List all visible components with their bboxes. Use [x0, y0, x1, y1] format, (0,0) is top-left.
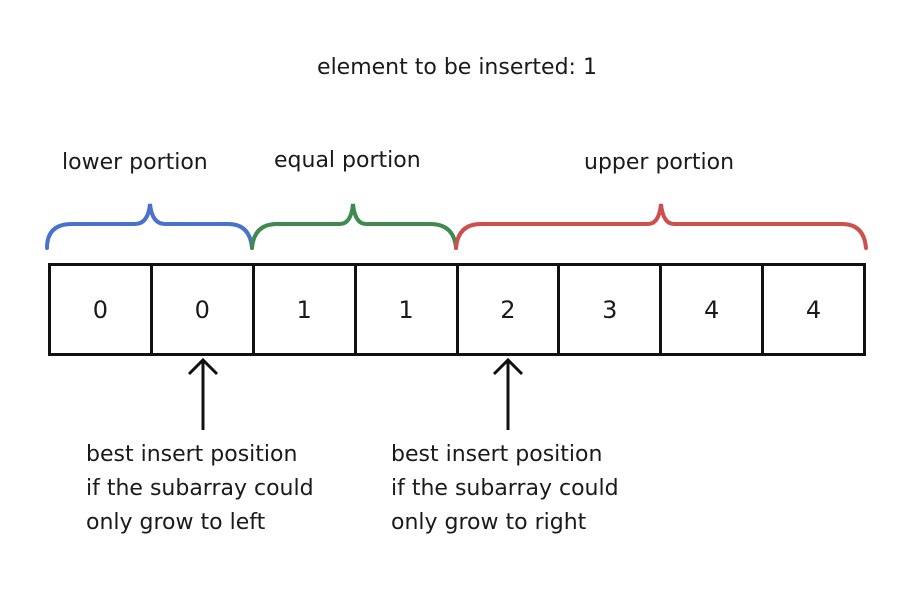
upper-portion-label: upper portion [584, 150, 735, 175]
array-cell: 3 [560, 266, 663, 353]
note-line: best insert position [391, 442, 603, 467]
array-cell: 1 [255, 266, 357, 353]
array-cell: 0 [153, 266, 255, 353]
lower-portion-brace [45, 203, 254, 250]
array-cell: 4 [805, 295, 822, 324]
sorted-array: 0 0 1 1 2 3 4 4 [48, 263, 866, 356]
note-line: if the subarray could [391, 476, 619, 501]
equal-portion-label: equal portion [274, 148, 421, 173]
array-cell: 1 [357, 266, 459, 353]
note-line: only grow to right [391, 510, 587, 535]
right-insert-arrow [492, 357, 524, 430]
equal-portion-brace [250, 203, 458, 250]
note-line: best insert position [86, 442, 298, 467]
note-line: only grow to left [86, 510, 266, 535]
left-insert-arrow [187, 357, 219, 430]
diagram-title: element to be inserted: 1 [317, 55, 597, 80]
right-insert-note: best insert position if the subarray cou… [391, 438, 619, 540]
lower-portion-label: lower portion [62, 150, 208, 175]
left-insert-note: best insert position if the subarray cou… [86, 438, 314, 540]
array-cell: 0 [51, 266, 153, 353]
upper-portion-brace [454, 203, 868, 250]
note-line: if the subarray could [86, 476, 314, 501]
array-cell: 4 [662, 266, 765, 353]
array-cell: 2 [459, 266, 561, 353]
